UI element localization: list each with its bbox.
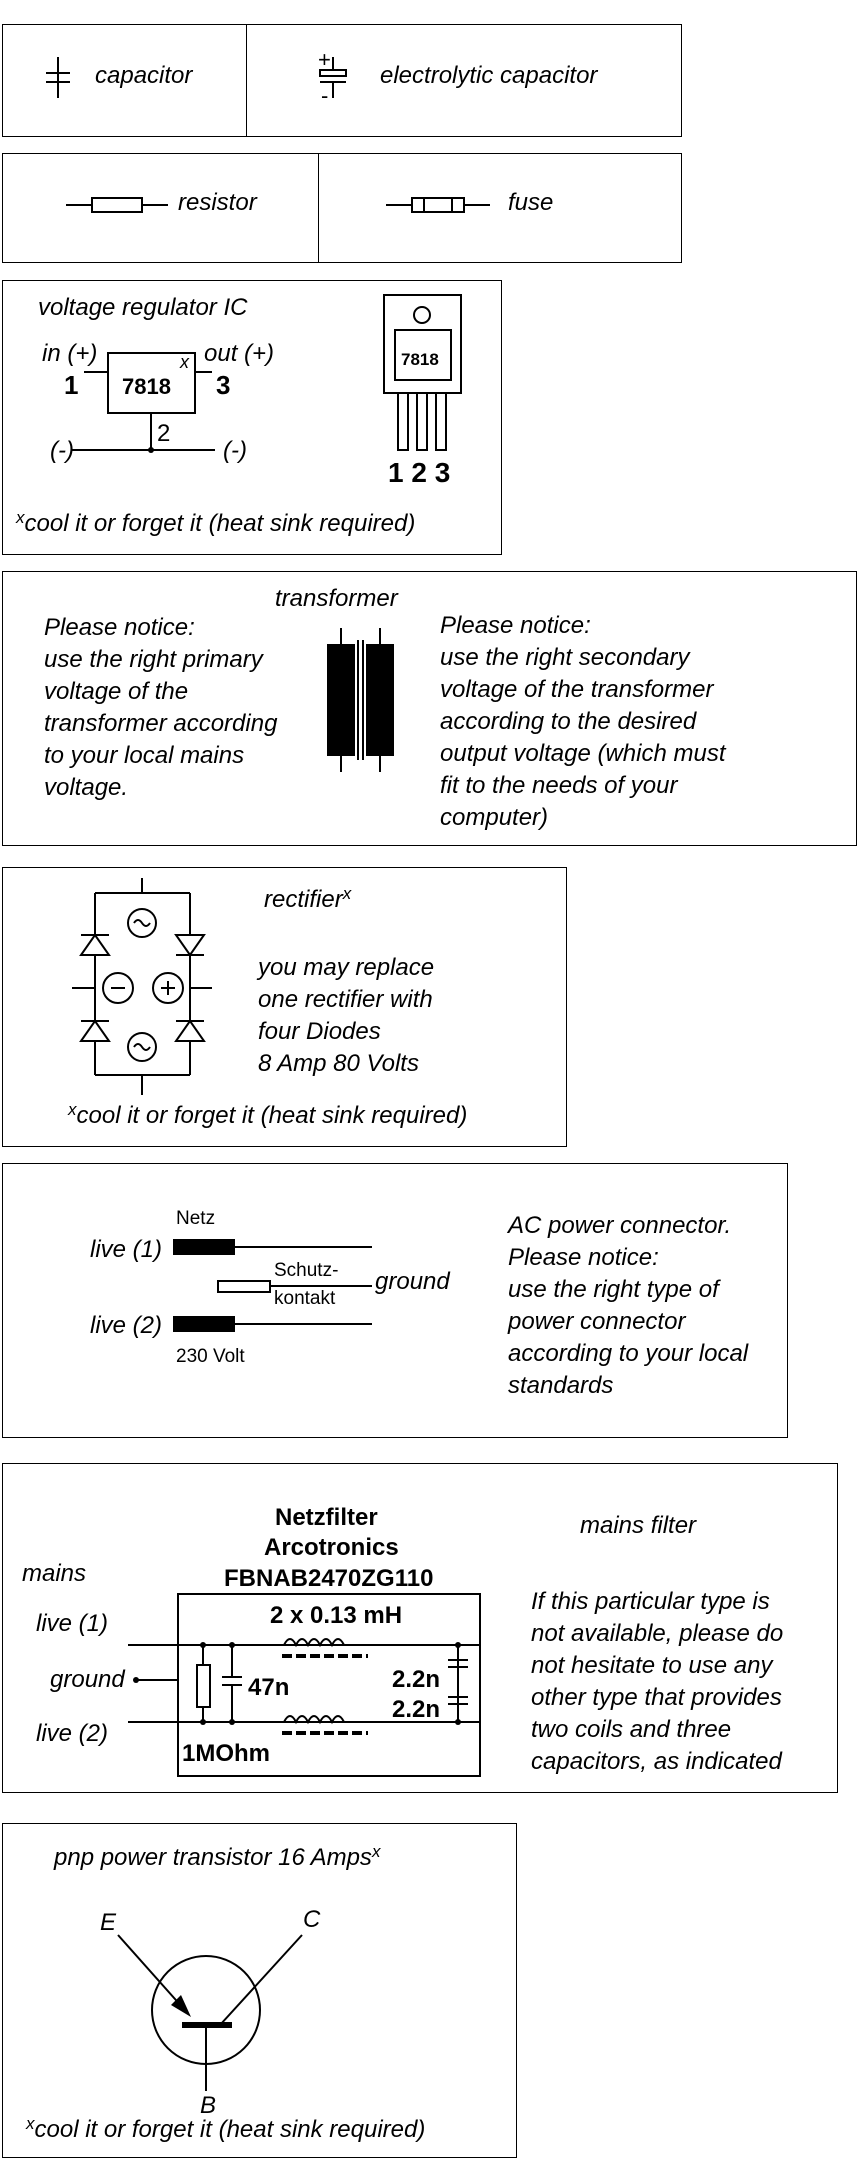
electrolytic-plus: + — [318, 47, 331, 72]
resistor-divider — [318, 153, 319, 263]
capacitor-label: capacitor — [95, 62, 193, 89]
regulator-chip-mark: x — [180, 352, 189, 372]
resistor-panel — [2, 153, 682, 263]
connector-panel — [2, 1163, 788, 1438]
regulator-pin2: 2 — [157, 420, 171, 447]
filter-resistor: 1MOhm — [182, 1740, 271, 1767]
filter-cap-b: 2.2n — [392, 1696, 441, 1723]
filter-cap-c: 47n — [248, 1674, 290, 1701]
transistor-footer: xcool it or forget it (heat sink require… — [26, 2114, 426, 2143]
filter-title-1: Netzfilter — [275, 1504, 378, 1531]
connector-live1: live (1) — [90, 1236, 163, 1263]
connector-netz: Netz — [176, 1208, 216, 1229]
fuse-label: fuse — [508, 189, 554, 216]
connector-volt: 230 Volt — [176, 1346, 245, 1367]
filter-title-2: Arcotronics — [264, 1534, 399, 1561]
transistor-base: B — [200, 2092, 217, 2119]
transformer-panel — [2, 571, 857, 846]
regulator-title: voltage regulator IC — [38, 294, 248, 321]
resistor-label: resistor — [178, 189, 257, 216]
filter-inductance: 2 x 0.13 mH — [270, 1602, 403, 1629]
electrolytic-minus: - — [321, 83, 329, 108]
rectifier-title: rectifierx — [264, 884, 352, 913]
regulator-out-label: out (+) — [204, 340, 275, 367]
regulator-neg-right: (-) — [223, 437, 247, 464]
transistor-title: pnp power transistor 16 Ampsx — [54, 1842, 381, 1871]
rectifier-panel — [2, 867, 567, 1147]
transistor-collector: C — [303, 1906, 321, 1933]
connector-schutz: Schutz- — [274, 1260, 339, 1281]
regulator-neg-left: (-) — [50, 437, 74, 464]
connector-live2: live (2) — [90, 1312, 163, 1339]
capacitor-panel — [2, 24, 682, 137]
filter-subtitle: mains filter — [580, 1512, 697, 1539]
filter-mains: mains — [22, 1560, 87, 1587]
electrolytic-capacitor-label: electrolytic capacitor — [380, 62, 598, 89]
transformer-left-note: Please notice: use the right primary vol… — [44, 614, 278, 801]
regulator-pin1: 1 — [64, 370, 79, 400]
connector-kontakt: kontakt — [274, 1288, 336, 1309]
rectifier-footer: xcool it or forget it (heat sink require… — [68, 1100, 468, 1129]
connector-ground: ground — [375, 1268, 450, 1295]
regulator-pin3: 3 — [216, 370, 231, 400]
filter-live2: live (2) — [36, 1720, 109, 1747]
connector-note: AC power connector. Please notice: use t… — [508, 1212, 749, 1399]
package-label: 7818 — [401, 350, 439, 369]
transformer-title: transformer — [275, 585, 398, 612]
filter-cap-a: 2.2n — [392, 1666, 441, 1693]
regulator-note: xcool it or forget it (heat sink require… — [16, 508, 416, 537]
package-pins: 1 2 3 — [388, 457, 451, 488]
transistor-emitter: E — [100, 1909, 117, 1936]
filter-title-3: FBNAB2470ZG110 — [224, 1565, 434, 1592]
filter-ground: ground — [50, 1666, 125, 1693]
regulator-in-label: in (+) — [42, 340, 98, 367]
filter-note: If this particular type is not available… — [531, 1588, 784, 1775]
regulator-chip-label: 7818 — [122, 374, 171, 399]
capacitor-divider — [246, 24, 247, 137]
transformer-right-note: Please notice: use the right secondary v… — [440, 612, 726, 831]
filter-live1: live (1) — [36, 1610, 109, 1637]
rectifier-note: you may replace one rectifier with four … — [258, 954, 435, 1077]
